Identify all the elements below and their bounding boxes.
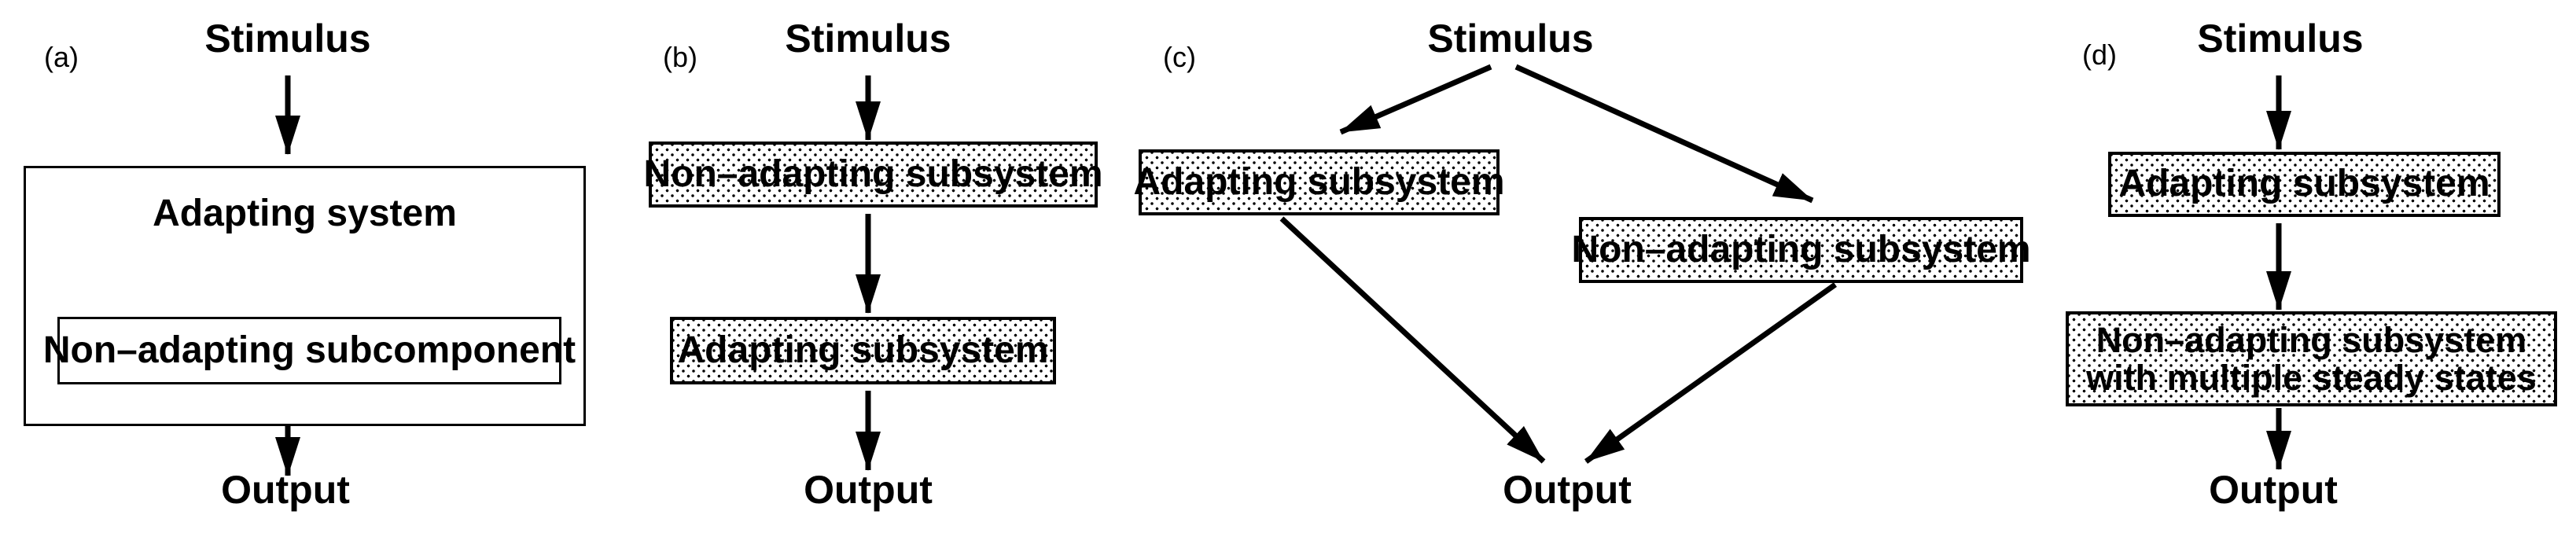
arrow-c-stimulus-to-nonadapting [1514,64,1814,204]
panel-c-adapting-subsystem-box: Adapting subsystem [1133,149,1505,215]
panel-d-adapting-subsystem-label: Adapting subsystem [2118,163,2490,205]
arrow-c-nonadapting-to-output [1584,282,1838,464]
panel-c-nonadapting-subsystem-label: Non–adapting subsystem [1571,228,2031,270]
panel-d-label: (d) [2082,39,2117,71]
panel-b-output-label: Output [804,468,933,512]
panel-b-nonadapting-subsystem-label: Non–adapting subsystem [643,153,1103,195]
panel-d-multistable-subsystem-label-line1: Non–adapting subsystem [2096,319,2527,360]
panel-a-adapting-system-box: Adapting system Non–adapting subcomponen… [24,166,586,426]
panel-b-nonadapting-subsystem-box: Non–adapting subsystem [643,142,1103,208]
panel-a-output-label: Output [221,468,350,512]
panel-a-nonadapting-subcomponent-box: Non–adapting subcomponent [43,317,576,384]
panel-d-multistable-subsystem-label-line2: with multiple steady states [2086,357,2537,398]
panel-c-label: (c) [1163,41,1196,73]
arrow-c-stimulus-to-adapting [1339,64,1492,135]
panel-b-label: (b) [663,41,697,73]
panel-c-nonadapting-subsystem-box: Non–adapting subsystem [1571,217,2031,283]
panel-c-output-label: Output [1503,468,1632,512]
panel-b-adapting-subsystem-box: Adapting subsystem [670,317,1056,384]
panel-a-label: (a) [44,41,79,73]
panel-d-multistable-subsystem-box: Non–adapting subsystem with multiple ste… [2066,311,2557,406]
panel-a-stimulus-label: Stimulus [204,17,371,61]
arrow-c-adapting-to-output [1279,216,1546,464]
panel-d-stimulus-label: Stimulus [2197,17,2364,61]
panel-a-adapting-system-label: Adapting system [153,193,457,234]
panel-b-adapting-subsystem-label: Adapting subsystem [677,329,1049,371]
panel-d-output-label: Output [2209,468,2338,512]
panel-b-stimulus-label: Stimulus [785,17,951,61]
panel-c-stimulus-label: Stimulus [1427,17,1594,61]
panel-d-adapting-subsystem-box: Adapting subsystem [2108,152,2501,217]
panel-a-nonadapting-subcomponent-label: Non–adapting subcomponent [42,329,576,371]
panel-c-adapting-subsystem-label: Adapting subsystem [1133,160,1505,203]
